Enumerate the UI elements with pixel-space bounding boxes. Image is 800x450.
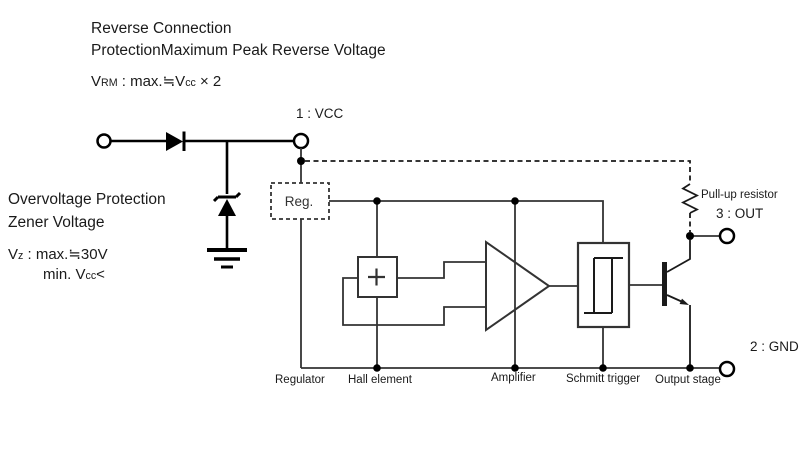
series-diode-icon [166,131,186,151]
stage-label-hall-element: Hall element [348,374,412,386]
emitter-arrow-icon [679,298,689,305]
hall-plus-icon [368,268,385,286]
hall-left-output-wire [342,277,486,326]
stage-label-output-stage: Output stage [655,374,721,386]
pin-label-vcc: 1 : VCC [296,106,344,121]
overvoltage-line1: Overvoltage Protection [8,191,166,208]
zener-branch [207,141,247,269]
top-internal-rail [329,200,604,243]
stage-label-amplifier: Amplifier [491,372,536,384]
hysteresis-icon [584,257,623,314]
vz-formula-line1: Vz : max.≒30V [8,246,108,263]
transistor-collector-wire [666,240,691,273]
vcc-pin [292,132,310,150]
title-line2: ProtectionMaximum Peak Reverse Voltage [91,41,386,59]
overvoltage-block: Overvoltage Protection Zener Voltage [8,188,166,234]
vcc-dashed-supply-line [305,160,691,184]
hall-element [342,201,486,368]
stage-label-regulator: Regulator [275,374,325,386]
amplifier-triangle-icon [485,240,551,332]
reverse-protection-input-path [96,131,294,151]
regulator-box-label: Reg. [285,194,314,209]
junction-dots [297,157,694,372]
amplifier [485,201,578,368]
title-block: Reverse Connection ProtectionMaximum Pea… [91,18,386,61]
hall-right-output-wire [397,261,486,279]
stage-label-schmitt-trigger: Schmitt trigger [566,373,641,385]
pin-label-gnd: 2 : GND [750,339,799,354]
output-transistor [662,240,691,368]
overvoltage-line2: Zener Voltage [8,214,105,231]
pin-label-out: 3 : OUT [716,206,764,221]
schmitt-trigger [576,241,662,368]
internal-rails [300,200,720,369]
pullup-resistor-icon [680,183,700,232]
ground-symbol-icon [207,248,247,269]
title-line1: Reverse Connection [91,20,232,37]
out-pin [718,227,736,245]
vz-formula-line2: min. Vcc< [43,266,105,283]
zener-diode-icon [212,191,242,216]
pullup-resistor-label: Pull-up resistor [701,189,778,201]
gnd-pin [718,360,736,378]
input-terminal-pin [96,133,112,149]
regulator-box: Reg. [270,182,330,220]
vrm-formula: VRM : max.≒Vcc × 2 [91,73,222,90]
